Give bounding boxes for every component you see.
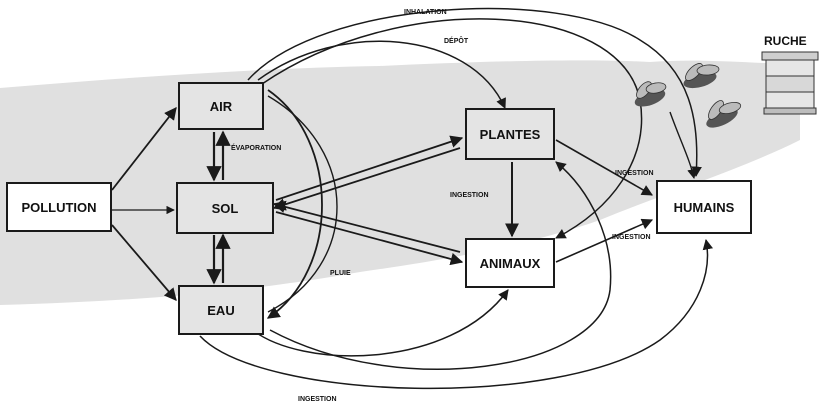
label-ingestion-bottom: INGESTION [298, 396, 337, 403]
label-inhalation: INHALATION [404, 9, 447, 16]
label-depot: DÉPÔT [444, 38, 469, 45]
arc-air-animaux [261, 18, 643, 239]
arc-ingestion-plantes [269, 161, 612, 370]
bee-icon [634, 81, 667, 107]
node-humains: HUMAINS [656, 180, 752, 234]
node-animaux: ANIMAUX [465, 238, 555, 288]
label-ingestion-plantes-animaux: INGESTION [450, 192, 489, 199]
arrow-sol-animaux [275, 211, 464, 266]
node-air: AIR [178, 82, 264, 130]
node-pollution: POLLUTION [6, 182, 112, 232]
arrow-pollution-eau [111, 224, 177, 301]
arrow-animaux-sol [272, 200, 461, 253]
arrow-pollution-air [111, 107, 177, 191]
arc-inhalation-humains [247, 7, 702, 178]
arrow-sol-plantes [275, 135, 464, 201]
bee-icon [706, 100, 742, 128]
label-ruche: RUCHE [764, 34, 807, 48]
arrow-animaux-humains [555, 218, 654, 263]
label-pluie: PLUIE [330, 270, 351, 277]
label-ingestion-animaux-humains: INGESTION [612, 234, 651, 241]
bee-icon [683, 63, 720, 89]
arrow-plantes-humains [555, 139, 653, 196]
label-evaporation: ÉVAPORATION [231, 145, 282, 152]
node-plantes: PLANTES [465, 108, 555, 160]
arrow-plantes-sol [272, 147, 461, 211]
beehive-icon [761, 51, 819, 115]
arc-ingestion-animaux [249, 289, 509, 357]
arrow-bees-humains [669, 111, 697, 179]
arc-pluie-outer [267, 95, 338, 313]
label-ingestion-plantes-humains: INGESTION [615, 170, 654, 177]
node-eau: EAU [178, 285, 264, 335]
node-sol: SOL [176, 182, 274, 234]
arc-depot-plantes [257, 40, 506, 109]
arc-ingestion-humains [199, 238, 713, 390]
